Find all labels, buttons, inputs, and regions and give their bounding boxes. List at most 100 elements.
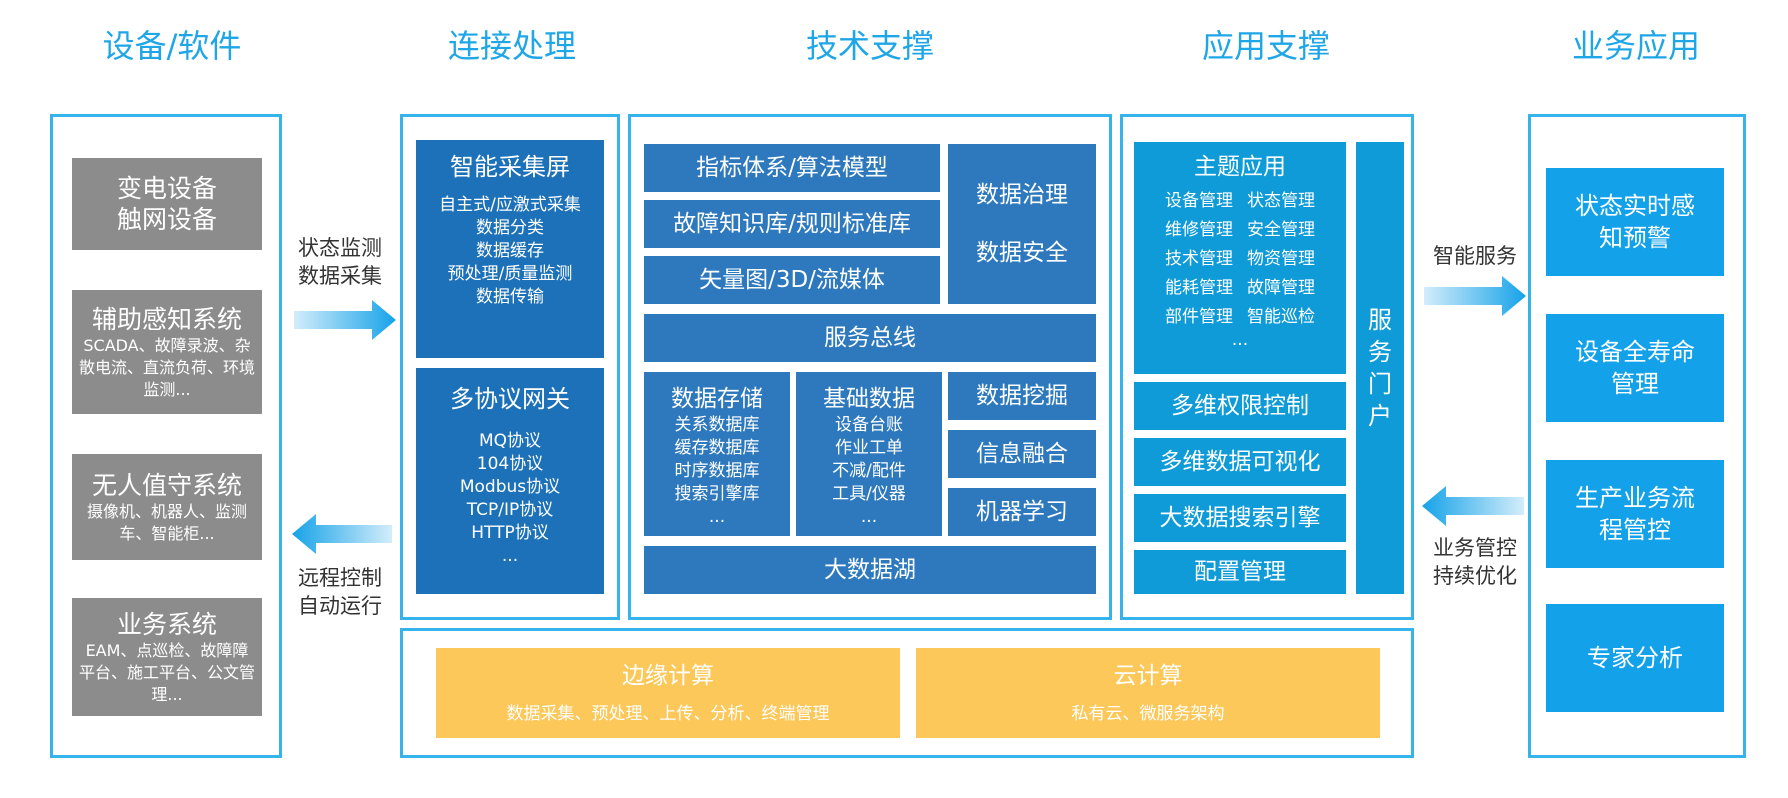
business-lifecycle-line1: 设备全寿命 xyxy=(1575,338,1695,366)
label-monitoring-line2: 数据采集 xyxy=(298,264,382,288)
tech-base-data-title: 基础数据 xyxy=(823,386,915,412)
cloud-computing-title: 云计算 xyxy=(1113,662,1183,689)
label-business-control: 业务管控 持续优化 xyxy=(1420,534,1530,590)
header-tech: 技术支撑 xyxy=(805,27,934,65)
theme-item: 设备管理 xyxy=(1165,191,1233,211)
connection-frame xyxy=(400,114,620,620)
header-devices: 设备/软件 xyxy=(102,27,242,65)
screen-item: 数据传输 xyxy=(476,287,544,307)
header-app-support: 应用支撑 xyxy=(1201,27,1330,65)
theme-item: 安全管理 xyxy=(1247,220,1315,240)
smart-collect-screen: 智能采集屏 自主式/应激式采集 数据分类 数据缓存 预处理/质量监测 数据传输 xyxy=(416,140,604,358)
device-unattended-title: 无人值守系统 xyxy=(91,470,242,500)
smart-collect-screen-title: 智能采集屏 xyxy=(450,153,570,181)
gateway-item: MQ协议 xyxy=(478,431,542,451)
service-portal-label: 服务门户 xyxy=(1368,306,1392,430)
edge-computing-title: 边缘计算 xyxy=(622,662,714,689)
device-aux-sensing: 辅助感知系统 SCADA、故障录波、杂散电流、直流负荷、环境监测... xyxy=(72,290,262,414)
cloud-computing-sub: 私有云、微服务架构 xyxy=(1071,703,1225,724)
business-process-control: 生产业务流 程管控 xyxy=(1546,460,1724,568)
service-portal: 服务门户 xyxy=(1356,142,1404,594)
gateway-item: HTTP协议 xyxy=(471,523,549,543)
tech-data-storage-title: 数据存储 xyxy=(671,386,763,412)
edge-computing: 边缘计算 数据采集、预处理、上传、分析、终端管理 xyxy=(436,648,900,738)
edge-computing-sub: 数据采集、预处理、上传、分析、终端管理 xyxy=(506,703,830,724)
left-arrow-icon xyxy=(292,514,392,554)
business-status-alert: 状态实时感 知预警 xyxy=(1546,168,1724,276)
label-monitoring-line1: 状态监测 xyxy=(298,236,382,260)
cloud-computing: 云计算 私有云、微服务架构 xyxy=(916,648,1380,738)
header-connection: 连接处理 xyxy=(447,27,576,65)
base-item: 作业工单 xyxy=(835,438,903,458)
device-business-system-title: 业务系统 xyxy=(116,609,217,639)
label-business-control-line2: 持续优化 xyxy=(1433,564,1517,588)
right-arrow-icon xyxy=(294,300,396,340)
business-lifecycle: 设备全寿命 管理 xyxy=(1546,314,1724,422)
devices-frame xyxy=(50,114,282,758)
gateway-item: ... xyxy=(501,546,519,566)
app-search-engine: 大数据搜索引擎 xyxy=(1134,494,1346,542)
tech-vector-3d: 矢量图/3D/流媒体 xyxy=(644,256,940,304)
theme-item: 技术管理 xyxy=(1165,249,1233,269)
tech-machine-learning: 机器学习 xyxy=(948,488,1096,536)
storage-item: ... xyxy=(708,507,726,527)
device-aux-sensing-title: 辅助感知系统 xyxy=(91,304,242,334)
business-expert-analysis: 专家分析 xyxy=(1546,604,1724,712)
app-data-visualization: 多维数据可视化 xyxy=(1134,438,1346,486)
business-frame xyxy=(1528,114,1746,758)
theme-application: 主题应用 设备管理 状态管理 维修管理 安全管理 技术管理 物资管理 能耗管理 … xyxy=(1134,142,1346,374)
gateway-item: Modbus协议 xyxy=(459,477,561,497)
theme-item: 维修管理 xyxy=(1165,220,1233,240)
header-business: 业务应用 xyxy=(1571,27,1700,65)
tech-data-governance-label: 数据治理 xyxy=(976,182,1068,208)
device-business-system-sub: EAM、点巡检、故障障平台、施工平台、公文管理... xyxy=(78,640,255,704)
base-item: 工具/仪器 xyxy=(832,484,906,504)
base-item: 设备台账 xyxy=(835,415,903,435)
tech-data-storage: 数据存储 关系数据库 缓存数据库 时序数据库 搜索引擎库 ... xyxy=(644,372,790,536)
label-remote-control: 远程控制 自动运行 xyxy=(290,564,390,620)
theme-item: 智能巡检 xyxy=(1247,307,1315,327)
device-unattended-sub: 摄像机、机器人、监测车、智能柜... xyxy=(86,501,247,543)
theme-item: 物资管理 xyxy=(1247,249,1315,269)
left-arrow-icon xyxy=(1422,486,1524,526)
label-remote-control-line1: 远程控制 xyxy=(298,566,382,590)
theme-item-grid: 设备管理 状态管理 维修管理 安全管理 技术管理 物资管理 能耗管理 故障管理 … xyxy=(1165,190,1315,329)
device-aux-sensing-sub: SCADA、故障录波、杂散电流、直流负荷、环境监测... xyxy=(78,335,255,399)
business-process-control-line1: 生产业务流 xyxy=(1575,484,1695,512)
business-expert-analysis-line1: 专家分析 xyxy=(1587,644,1683,672)
screen-item: 自主式/应激式采集 xyxy=(439,195,581,215)
device-unattended: 无人值守系统 摄像机、机器人、监测车、智能柜... xyxy=(72,454,262,560)
tech-data-mining: 数据挖掘 xyxy=(948,372,1096,420)
theme-item: 状态管理 xyxy=(1247,191,1315,211)
gateway-item: 104协议 xyxy=(476,454,544,474)
screen-item: 数据缓存 xyxy=(476,241,544,261)
storage-item: 时序数据库 xyxy=(674,461,760,481)
business-status-alert-line1: 状态实时感 xyxy=(1575,192,1695,220)
app-config-management: 配置管理 xyxy=(1134,550,1346,594)
tech-indicator-system: 指标体系/算法模型 xyxy=(644,144,940,192)
device-substation-title2: 触网设备 xyxy=(116,205,217,234)
base-item: 不减/配件 xyxy=(832,461,906,481)
device-substation: 变电设备 触网设备 xyxy=(72,158,262,250)
gateway-item: TCP/IP协议 xyxy=(466,500,554,520)
device-business-system: 业务系统 EAM、点巡检、故障障平台、施工平台、公文管理... xyxy=(72,598,262,716)
base-item: ... xyxy=(860,507,878,527)
storage-item: 缓存数据库 xyxy=(674,438,760,458)
theme-application-title: 主题应用 xyxy=(1194,154,1286,180)
right-arrow-icon xyxy=(1424,276,1526,316)
multi-protocol-gateway-title: 多协议网关 xyxy=(450,385,570,413)
tech-fault-knowledge: 故障知识库/规则标准库 xyxy=(644,200,940,248)
screen-item: 预处理/质量监测 xyxy=(447,264,573,284)
label-monitoring: 状态监测 数据采集 xyxy=(290,234,390,290)
device-substation-title: 变电设备 xyxy=(116,174,217,203)
business-status-alert-line2: 知预警 xyxy=(1599,224,1671,252)
theme-item: 故障管理 xyxy=(1247,278,1315,298)
storage-item: 关系数据库 xyxy=(674,415,760,435)
tech-info-fusion: 信息融合 xyxy=(948,430,1096,478)
app-support-frame xyxy=(1120,114,1414,620)
multi-protocol-gateway: 多协议网关 MQ协议 104协议 Modbus协议 TCP/IP协议 HTTP协… xyxy=(416,368,604,594)
app-multi-permission: 多维权限控制 xyxy=(1134,382,1346,430)
label-smart-service: 智能服务 xyxy=(1433,244,1517,268)
business-lifecycle-line2: 管理 xyxy=(1611,370,1659,398)
theme-item: 能耗管理 xyxy=(1165,278,1233,298)
